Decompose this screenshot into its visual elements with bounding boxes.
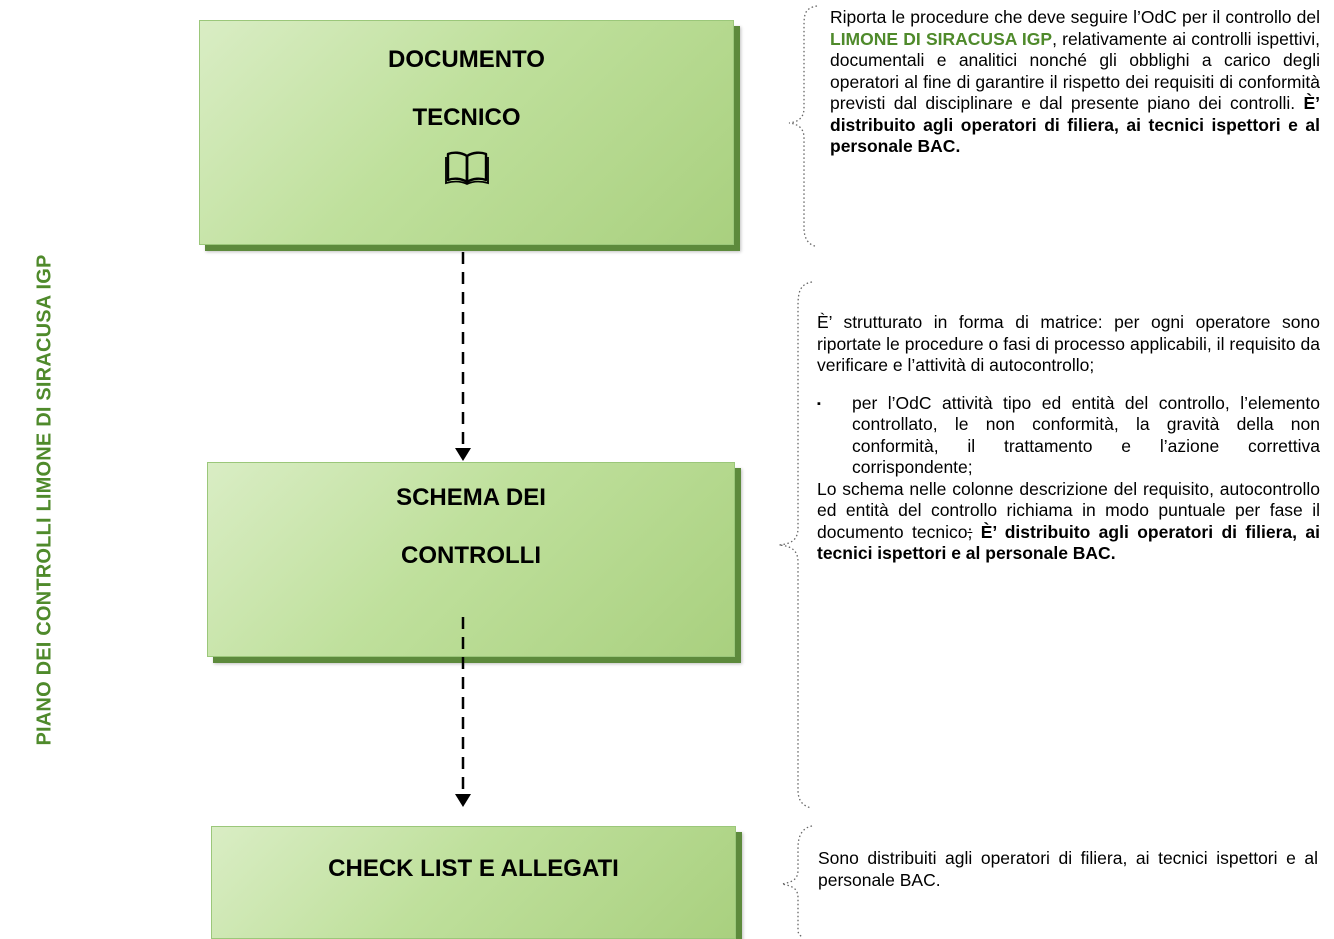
curly-brace-2 xyxy=(778,281,813,809)
schema-controlli-description: È’ strutturato in forma di matrice: per … xyxy=(817,312,1320,565)
bullet-text: per l’OdC attività tipo ed entità del co… xyxy=(852,392,1320,478)
desc-text: Lo schema nelle colonne descrizione del … xyxy=(817,478,1320,542)
desc-paragraph-final: Lo schema nelle colonne descrizione del … xyxy=(817,479,1320,565)
open-book-icon xyxy=(444,151,489,185)
check-list-description: Sono distribuiti agli operatori di filie… xyxy=(818,848,1318,890)
struck-punctuation: ; xyxy=(967,521,973,542)
documento-tecnico-description: Riporta le procedure che deve seguire l’… xyxy=(830,7,1320,158)
arrowhead-2 xyxy=(455,794,471,807)
curly-brace-1 xyxy=(788,5,818,247)
desc-text: Riporta le procedure che deve seguire l’… xyxy=(830,7,1320,27)
box-label-line1: SCHEMA DEI xyxy=(396,484,546,511)
curly-brace-3 xyxy=(781,825,813,937)
schema-dei-controlli-box: SCHEMA DEI CONTROLLI xyxy=(207,462,735,657)
box-label: CHECK LIST E ALLEGATI xyxy=(328,855,619,882)
documento-tecnico-box: DOCUMENTO TECNICO xyxy=(199,20,734,245)
bullet-marker: ▪ xyxy=(817,397,821,410)
distribution-note: È’ distribuito agli operatori di filiera… xyxy=(817,521,1320,564)
bullet-item: ▪ per l’OdC attività tipo ed entità del … xyxy=(817,393,1320,479)
distribution-note: È’ distribuito agli operatori di filiera… xyxy=(830,93,1320,156)
product-name-highlight: LIMONE DI SIRACUSA IGP xyxy=(830,28,1053,49)
box-label-line2: TECNICO xyxy=(412,104,521,131)
desc-paragraph: È’ strutturato in forma di matrice: per … xyxy=(817,312,1320,375)
box-label-line1: DOCUMENTO xyxy=(388,46,545,73)
check-list-e-allegati-box: CHECK LIST E ALLEGATI xyxy=(211,826,736,939)
desc-text: , relativamente ai controlli ispettivi, … xyxy=(830,28,1320,114)
box-label-line2: CONTROLLI xyxy=(401,542,541,569)
arrowhead-1 xyxy=(455,448,471,461)
